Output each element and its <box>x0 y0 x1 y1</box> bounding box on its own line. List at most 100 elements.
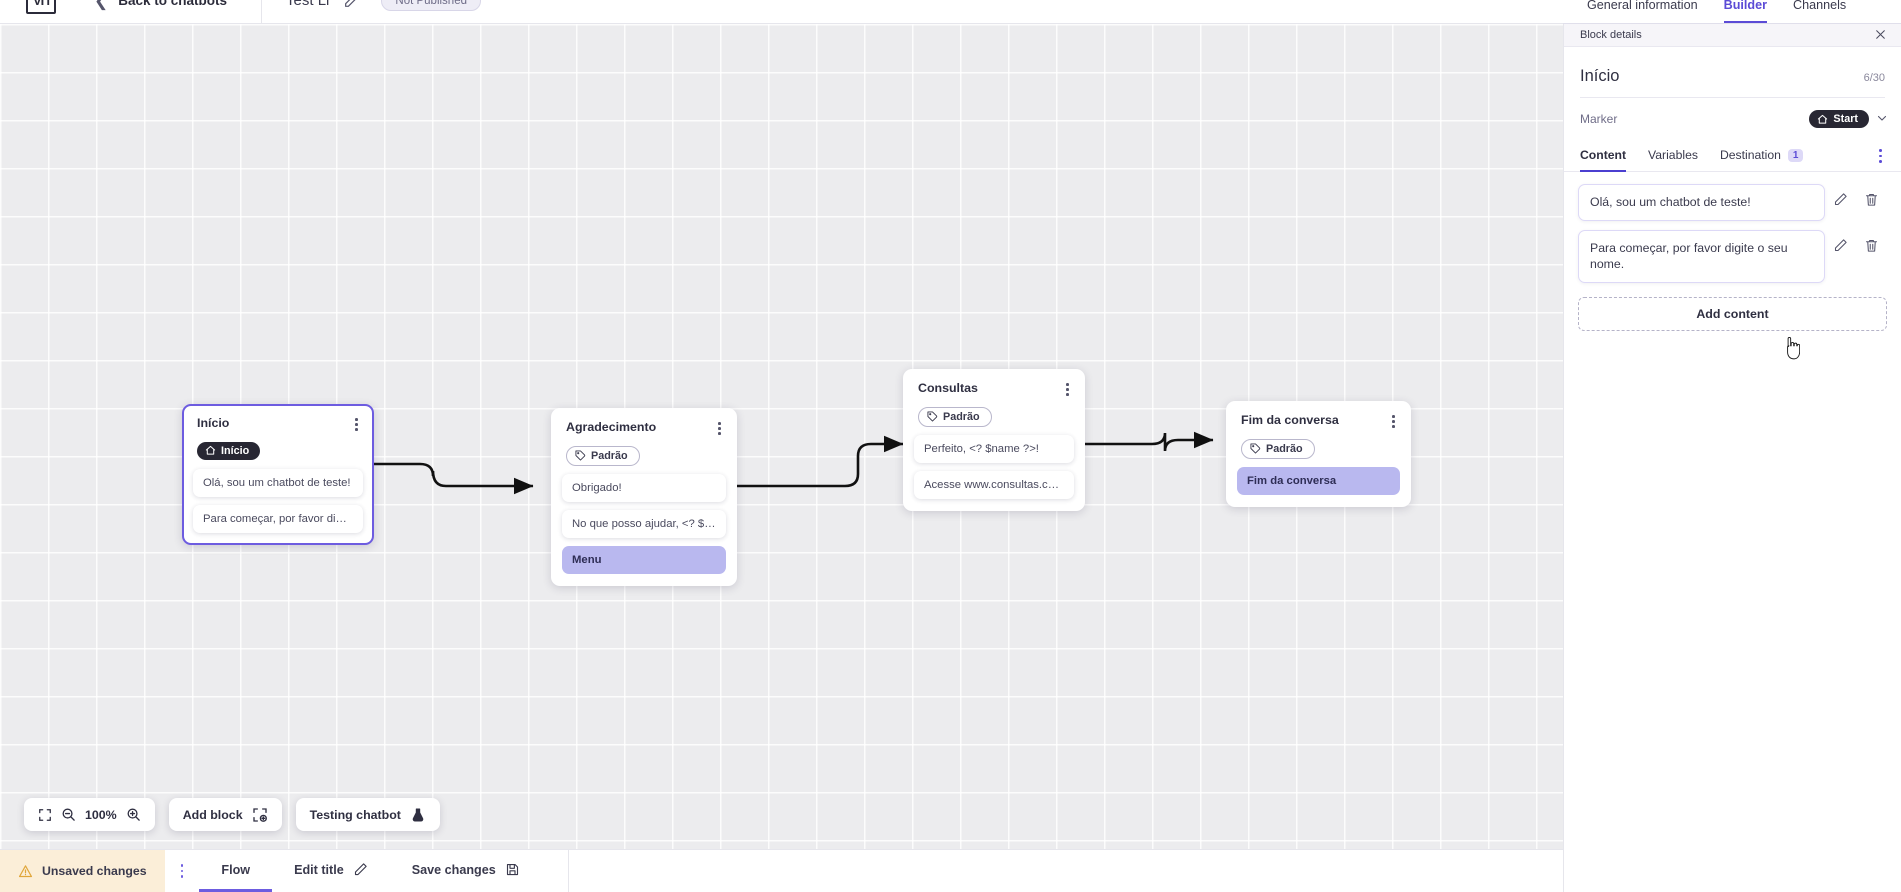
back-to-chatbots-label: Back to chatbots <box>118 0 228 8</box>
testing-chatbot-button[interactable]: Testing chatbot <box>295 798 440 831</box>
node-message[interactable]: No que posso ajudar, <? $name ... <box>562 510 726 539</box>
node-header: Agradecimento <box>562 419 726 438</box>
edit-content-button[interactable] <box>1825 230 1856 253</box>
marker-select[interactable]: Start <box>1809 110 1888 128</box>
topbar-divider <box>261 0 263 24</box>
node-message[interactable]: Acesse www.consultas.com par... <box>914 471 1074 500</box>
close-icon[interactable] <box>1874 28 1887 43</box>
panel-tab-content-label: Content <box>1580 148 1627 162</box>
statusbar-divider <box>567 850 569 892</box>
delete-content-button[interactable] <box>1856 184 1887 207</box>
app-logo[interactable]: VΠ <box>26 0 56 14</box>
marker-chip: Start <box>1809 110 1869 128</box>
status-badge: Not Published <box>381 0 481 11</box>
destination-count-badge: 1 <box>1787 148 1804 162</box>
flow-node-inicio[interactable]: Início Início Olá, sou um chatbot de tes… <box>182 404 374 546</box>
edit-content-button[interactable] <box>1825 184 1856 207</box>
node-message[interactable]: Obrigado! <box>562 474 726 503</box>
pencil-icon[interactable] <box>343 0 359 9</box>
content-item-text[interactable]: Olá, sou um chatbot de teste! <box>1578 184 1825 221</box>
tag-icon <box>927 411 938 422</box>
content-item-text[interactable]: Para começar, por favor digite o seu nom… <box>1578 229 1825 283</box>
node-chip-start: Início <box>197 441 261 460</box>
node-kebab-menu[interactable] <box>1387 412 1400 431</box>
panel-tab-content[interactable]: Content <box>1580 141 1627 172</box>
panel-tab-destination-label: Destination <box>1719 148 1781 162</box>
tab-builder[interactable]: Builder <box>1723 0 1767 23</box>
add-content-button[interactable]: Add content <box>1578 296 1887 331</box>
add-block-button[interactable]: Add block <box>168 798 282 831</box>
save-disk-icon <box>505 862 520 877</box>
panel-divider <box>1580 97 1885 98</box>
content-item-row: Para começar, por favor digite o seu nom… <box>1578 229 1887 283</box>
home-icon <box>1817 114 1828 125</box>
zoom-in-icon[interactable] <box>126 807 141 822</box>
panel-header: Block details <box>1564 24 1901 47</box>
top-bar: VΠ ❮ Back to chatbots Test Li Not Publis… <box>0 0 1563 24</box>
pencil-icon <box>353 862 368 877</box>
zoom-out-icon[interactable] <box>61 807 76 822</box>
node-message[interactable]: Olá, sou um chatbot de teste! <box>193 469 363 498</box>
marker-value: Start <box>1833 113 1858 125</box>
home-icon <box>205 445 216 456</box>
panel-kebab-menu[interactable] <box>1876 141 1885 170</box>
statusbar-save-changes-button[interactable]: Save changes <box>390 850 542 892</box>
node-kebab-menu[interactable] <box>713 419 726 438</box>
node-kebab-menu[interactable] <box>1061 380 1074 399</box>
node-chip-padrao: Padrão <box>1241 438 1315 459</box>
node-message-highlight[interactable]: Fim da conversa <box>1237 467 1400 496</box>
add-block-label: Add block <box>182 807 243 822</box>
flow-canvas[interactable]: Início Início Olá, sou um chatbot de tes… <box>0 24 1563 869</box>
trash-icon <box>1864 238 1879 253</box>
page-title: Início <box>1580 67 1620 85</box>
node-header: Início <box>193 415 363 434</box>
add-block-icon <box>252 807 268 823</box>
fit-screen-icon[interactable] <box>38 808 52 822</box>
tab-general-information[interactable]: General information <box>1587 0 1698 12</box>
node-message[interactable]: Perfeito, <? $name ?>! <box>914 435 1074 464</box>
node-chip-label: Padrão <box>1266 442 1303 455</box>
panel-content-list: Olá, sou um chatbot de teste! Para começ… <box>1564 172 1901 331</box>
flow-node-agradecimento[interactable]: Agradecimento Padrão Obrigado! No que po… <box>551 408 737 587</box>
tab-channels[interactable]: Channels <box>1793 0 1847 12</box>
flask-icon <box>410 807 426 823</box>
zoom-level: 100% <box>85 807 117 822</box>
node-header: Fim da conversa <box>1237 412 1400 431</box>
testing-chatbot-label: Testing chatbot <box>309 807 401 822</box>
chevron-left-icon: ❮ <box>94 0 109 10</box>
chevron-down-icon[interactable] <box>1876 112 1888 127</box>
flow-node-consultas[interactable]: Consultas Padrão Perfeito, <? $name ?>! … <box>903 369 1085 512</box>
panel-title-row: Início 6/30 <box>1564 47 1901 97</box>
delete-content-button[interactable] <box>1856 230 1887 253</box>
statusbar-tab-flow-label: Flow <box>221 862 251 877</box>
statusbar-save-changes-label: Save changes <box>411 862 496 877</box>
block-details-panel: Block details Início 6/30 Marker Start C… <box>1563 24 1901 892</box>
node-message-highlight[interactable]: Menu <box>562 546 726 575</box>
flow-node-fim-da-conversa[interactable]: Fim da conversa Padrão Fim da conversa <box>1226 401 1411 508</box>
marker-label: Marker <box>1580 112 1618 126</box>
panel-tab-destination[interactable]: Destination 1 <box>1720 141 1804 172</box>
node-chip-label: Início <box>221 444 250 457</box>
node-chip-label: Padrão <box>591 449 628 462</box>
statusbar-kebab-menu[interactable] <box>165 850 200 892</box>
unsaved-changes-indicator: Unsaved changes <box>0 850 165 892</box>
statusbar-edit-title-button[interactable]: Edit title <box>272 850 390 892</box>
node-chip-padrao: Padrão <box>918 406 992 427</box>
panel-tab-variables[interactable]: Variables <box>1648 141 1698 172</box>
panel-tab-bar: Content Variables Destination 1 <box>1564 141 1901 172</box>
canvas-toolbar: 100% Add block Testing chatbot <box>24 798 440 831</box>
statusbar-tab-flow[interactable]: Flow <box>199 850 273 892</box>
content-item-row: Olá, sou um chatbot de teste! <box>1578 184 1887 221</box>
char-counter: 6/30 <box>1863 72 1885 84</box>
pencil-icon <box>1833 192 1848 207</box>
back-to-chatbots-button[interactable]: ❮ Back to chatbots <box>94 0 227 9</box>
node-message[interactable]: Para começar, por favor digite o ... <box>193 505 363 534</box>
node-kebab-menu[interactable] <box>350 415 363 434</box>
zoom-controls[interactable]: 100% <box>24 798 155 831</box>
panel-header-title: Block details <box>1580 29 1642 41</box>
warning-triangle-icon <box>18 864 33 879</box>
tag-icon <box>575 450 586 461</box>
marker-row: Marker Start <box>1564 98 1901 141</box>
statusbar-edit-title-label: Edit title <box>294 862 344 877</box>
flow-connectors <box>373 431 1214 495</box>
